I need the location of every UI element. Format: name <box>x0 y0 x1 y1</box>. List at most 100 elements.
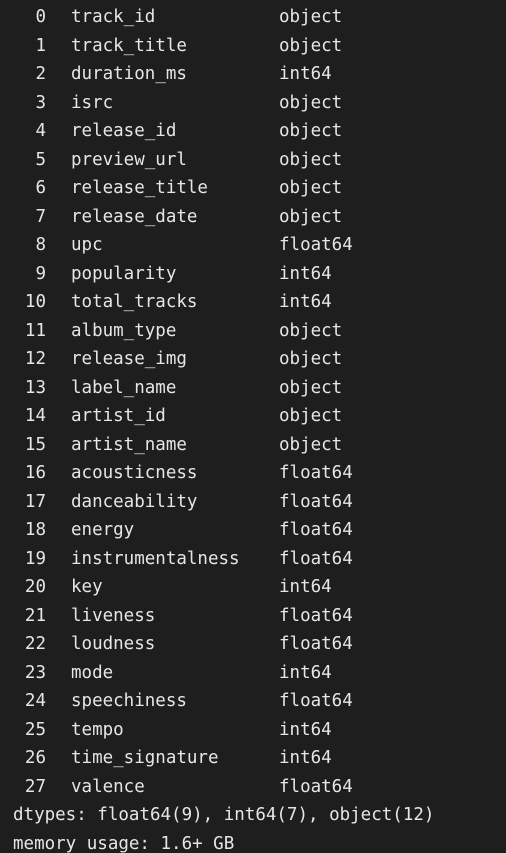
column-name: key <box>71 577 103 597</box>
column-name: loudness <box>71 634 156 654</box>
row-index: 20 <box>24 577 46 597</box>
row-index: 10 <box>24 292 46 312</box>
column-name: preview_url <box>71 149 187 170</box>
column-dtype: float64 <box>279 491 353 512</box>
row-index: 2 <box>35 64 46 84</box>
column-name: popularity <box>71 263 177 284</box>
row-index: 1 <box>35 35 46 56</box>
column-name: liveness <box>71 605 156 626</box>
column-name: release_img <box>71 349 187 369</box>
column-name: artist_id <box>71 406 166 426</box>
column-dtype: float64 <box>279 691 353 711</box>
column-dtype: int64 <box>279 577 332 597</box>
row-index: 13 <box>24 377 46 398</box>
column-dtype: int64 <box>279 662 332 683</box>
table-row: 16 acousticness float64 <box>0 459 506 488</box>
table-row: 21 liveness float64 <box>0 602 506 631</box>
column-name: mode <box>71 662 114 683</box>
column-name: isrc <box>71 92 114 113</box>
row-index: 16 <box>24 463 46 483</box>
row-index: 5 <box>35 149 46 170</box>
column-dtype: object <box>279 92 343 113</box>
column-dtype: int64 <box>279 64 332 84</box>
column-dtype: int64 <box>279 292 332 312</box>
column-name: release_date <box>71 206 198 227</box>
column-dtype: float64 <box>279 634 353 654</box>
column-name: valence <box>71 776 145 797</box>
row-index: 18 <box>24 520 46 540</box>
row-index: 19 <box>24 548 46 569</box>
column-name: artist_name <box>71 434 187 455</box>
column-name: track_title <box>71 35 187 56</box>
row-index: 21 <box>24 605 46 626</box>
table-row: 5 preview_url object <box>0 146 506 175</box>
row-index: 11 <box>24 320 46 341</box>
table-row: 15 artist_name object <box>0 431 506 460</box>
table-row: 8 upc float64 <box>0 231 506 260</box>
row-index: 14 <box>24 406 46 426</box>
table-row: 7 release_date object <box>0 203 506 232</box>
column-dtype: object <box>279 320 343 341</box>
column-name: speechiness <box>71 691 187 711</box>
table-row: 3 isrc object <box>0 89 506 118</box>
column-name: total_tracks <box>71 292 198 312</box>
column-dtype: object <box>279 406 343 426</box>
memory-usage: memory usage: 1.6+ GB <box>13 834 235 853</box>
row-index: 24 <box>24 691 46 711</box>
table-row: 9 popularity int64 <box>0 260 506 289</box>
table-row: 17 danceability float64 <box>0 488 506 517</box>
row-index: 7 <box>35 206 46 227</box>
column-name: release_id <box>71 121 177 141</box>
column-dtype: object <box>279 121 343 141</box>
table-row: 24 speechiness float64 <box>0 687 506 716</box>
column-name: instrumentalness <box>71 548 240 569</box>
row-index: 9 <box>35 263 46 284</box>
column-dtype: int64 <box>279 263 332 284</box>
column-dtype: float64 <box>279 605 353 626</box>
column-name: time_signature <box>71 748 219 768</box>
column-name: release_title <box>71 178 208 198</box>
row-index: 6 <box>35 178 46 198</box>
table-row: 20 key int64 <box>0 573 506 602</box>
column-dtype: float64 <box>279 548 353 569</box>
column-dtype: float64 <box>279 776 353 797</box>
column-dtype: object <box>279 206 343 227</box>
column-dtype: object <box>279 149 343 170</box>
table-row: 10 total_tracks int64 <box>0 288 506 317</box>
table-row: 13 label_name object <box>0 374 506 403</box>
row-index: 3 <box>35 92 46 113</box>
column-dtype: float64 <box>279 463 353 483</box>
dtypes-summary: dtypes: float64(9), int64(7), object(12) <box>13 805 435 825</box>
column-dtype: object <box>279 178 343 198</box>
column-dtype: object <box>279 434 343 455</box>
table-row: 22 loudness float64 <box>0 630 506 659</box>
row-index: 15 <box>24 434 46 455</box>
column-name: album_type <box>71 320 177 341</box>
column-name: upc <box>71 235 103 255</box>
table-row: 11 album_type object <box>0 317 506 346</box>
column-dtype: object <box>279 7 343 27</box>
column-dtype: int64 <box>279 748 332 768</box>
column-dtype: int64 <box>279 719 332 740</box>
column-name: acousticness <box>71 463 198 483</box>
row-index: 17 <box>24 491 46 512</box>
row-index: 22 <box>24 634 46 654</box>
column-name: danceability <box>71 491 198 512</box>
row-index: 4 <box>35 121 46 141</box>
column-dtype: object <box>279 377 343 398</box>
column-dtype: float64 <box>279 235 353 255</box>
row-index: 8 <box>35 235 46 255</box>
table-row: 14 artist_id object <box>0 402 506 431</box>
column-name: label_name <box>71 377 177 398</box>
column-name: duration_ms <box>71 64 187 84</box>
column-dtype: float64 <box>279 520 353 540</box>
